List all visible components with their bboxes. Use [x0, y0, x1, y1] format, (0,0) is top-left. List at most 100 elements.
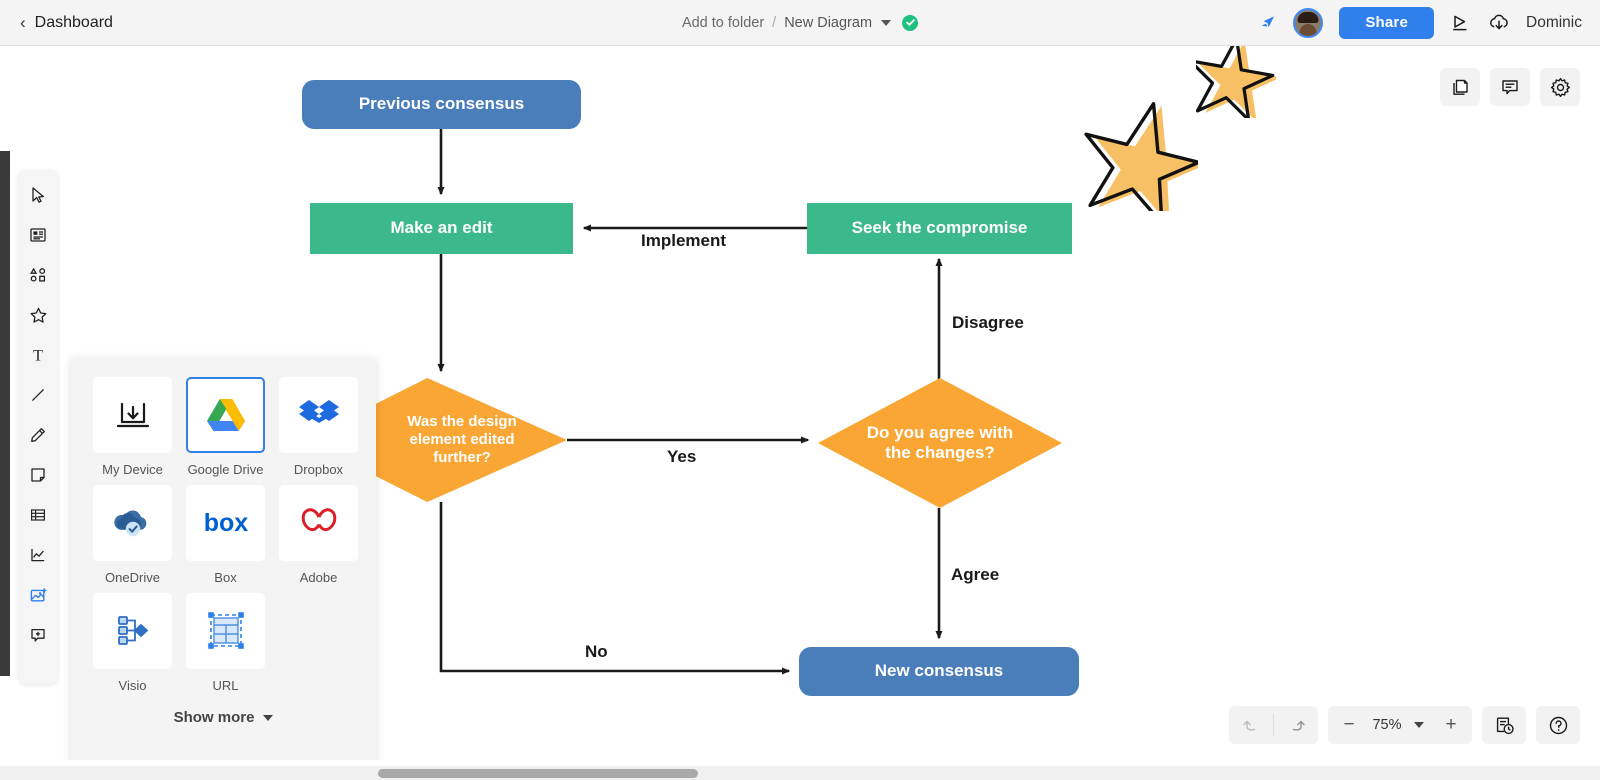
flowchart-nodes: Previous consensus Make an edit Seek the…	[0, 46, 1600, 760]
import-source-google-drive[interactable]: Google Drive	[186, 377, 265, 477]
help-group	[1536, 706, 1580, 744]
chevron-down-icon[interactable]	[1414, 722, 1424, 728]
adobe-icon	[301, 508, 336, 532]
import-source-dropbox[interactable]: Dropbox	[279, 377, 358, 477]
import-source-my-device[interactable]: My Device	[93, 377, 172, 477]
import-tile	[279, 485, 358, 561]
redo-button[interactable]	[1274, 706, 1318, 744]
horizontal-scrollbar[interactable]	[378, 769, 698, 778]
import-source-onedrive[interactable]: OneDrive	[93, 485, 172, 585]
help-button[interactable]	[1536, 706, 1580, 744]
avatar[interactable]	[1293, 7, 1324, 38]
import-source-label: Box	[214, 570, 237, 585]
import-tile: box	[186, 485, 265, 561]
tool-draw[interactable]	[23, 420, 53, 450]
import-tile	[279, 377, 358, 453]
status-badge	[902, 14, 919, 31]
share-button[interactable]: Share	[1339, 6, 1435, 39]
settings-button[interactable]	[1540, 68, 1580, 106]
table-icon	[30, 509, 46, 521]
visio-icon	[117, 616, 148, 645]
node-seek-the-compromise[interactable]: Seek the compromise	[807, 203, 1072, 254]
import-source-visio[interactable]: Visio	[93, 593, 172, 693]
version-history-button[interactable]	[1482, 706, 1526, 744]
tool-line[interactable]	[23, 380, 53, 410]
tool-favorites[interactable]	[23, 300, 53, 330]
import-source-url[interactable]: URL	[186, 593, 265, 693]
canvas-right-tools	[1440, 68, 1580, 106]
node-label: Was the design element edited further?	[407, 413, 517, 466]
tool-select[interactable]	[23, 180, 53, 210]
chevron-down-icon[interactable]	[881, 19, 892, 26]
show-more-button[interactable]: Show more	[93, 709, 354, 726]
comment-add-icon	[31, 628, 45, 642]
zoom-out-button[interactable]: −	[1343, 714, 1355, 735]
app-header: ‹ Dashboard Add to folder / New Diagram	[0, 0, 1600, 46]
present-button[interactable]	[1450, 13, 1472, 33]
star-icon	[30, 307, 46, 323]
line-icon	[31, 388, 45, 402]
edge-label-agree: Agree	[951, 565, 1000, 584]
image-add-icon	[30, 587, 46, 601]
tool-image[interactable]	[23, 580, 53, 610]
tool-table[interactable]	[23, 500, 53, 530]
import-tile	[93, 485, 172, 561]
dashboard-label: Dashboard	[34, 13, 113, 31]
pages-icon	[1453, 79, 1468, 95]
check-circle-icon	[905, 19, 915, 26]
undo-arrow-icon	[1242, 720, 1255, 731]
back-to-dashboard[interactable]: ‹ Dashboard	[20, 14, 113, 32]
chart-icon	[31, 549, 45, 562]
node-previous-consensus[interactable]: Previous consensus	[302, 80, 581, 129]
star-sticker-small[interactable]	[1196, 46, 1276, 118]
tool-shapes[interactable]	[23, 260, 53, 290]
import-source-label: URL	[212, 678, 239, 693]
present-play-icon	[1453, 15, 1467, 30]
svg-text:box: box	[203, 509, 248, 537]
breadcrumb-separator: /	[772, 14, 777, 31]
diagram-title[interactable]: New Diagram	[784, 14, 873, 31]
import-source-label: Adobe	[299, 570, 338, 585]
diagram-canvas[interactable]: Previous consensus Make an edit Seek the…	[0, 46, 1600, 760]
node-label: Do you agree with the changes?	[866, 422, 1014, 462]
zoom-controls: − 75% +	[1328, 706, 1472, 744]
edge-label-disagree: Disagree	[952, 313, 1024, 332]
flowchart-edges	[437, 129, 943, 675]
horizontal-scrollbar-track[interactable]	[0, 766, 1600, 780]
left-toolbar: T	[18, 170, 58, 684]
zoom-level-value[interactable]: 75%	[1372, 717, 1402, 733]
import-source-label: Dropbox	[293, 462, 344, 477]
dropbox-icon	[298, 400, 339, 423]
import-source-adobe[interactable]: Adobe	[279, 485, 358, 585]
tool-chart[interactable]	[23, 540, 53, 570]
tool-comment[interactable]	[23, 620, 53, 650]
help-question-icon	[1549, 716, 1567, 734]
tool-templates[interactable]	[23, 220, 53, 250]
tool-text[interactable]: T	[23, 340, 53, 370]
comments-button[interactable]	[1490, 68, 1530, 106]
undo-redo-group	[1229, 706, 1318, 744]
add-to-folder-link[interactable]: Add to folder	[681, 14, 765, 31]
avatar-hair	[1297, 11, 1319, 23]
breadcrumb: Add to folder / New Diagram	[0, 14, 1600, 31]
version-history-icon	[1496, 717, 1514, 734]
node-new-consensus[interactable]: New consensus	[799, 647, 1079, 696]
import-source-box[interactable]: box Box	[186, 485, 265, 585]
tool-note[interactable]	[23, 460, 53, 490]
download-button[interactable]	[1488, 13, 1510, 33]
zoom-in-button[interactable]: +	[1445, 714, 1457, 735]
undo-button[interactable]	[1229, 706, 1273, 744]
svg-text:T: T	[33, 348, 43, 365]
user-name-label[interactable]: Dominic	[1526, 13, 1582, 31]
edge-label-yes: Yes	[667, 447, 697, 466]
node-design-element-question[interactable]: Was the design element edited further?	[373, 378, 567, 502]
pencil-icon	[31, 428, 45, 442]
pages-button[interactable]	[1440, 68, 1480, 106]
edge-label-implement: Implement	[641, 231, 727, 250]
node-agree-question[interactable]: Do you agree with the changes?	[818, 378, 1062, 508]
star-sticker-large[interactable]	[1078, 86, 1198, 211]
node-label: New consensus	[874, 661, 1004, 681]
cursor-pointer-icon[interactable]	[1259, 14, 1277, 32]
header-actions: Share Dominic	[1259, 6, 1582, 39]
node-make-an-edit[interactable]: Make an edit	[310, 203, 573, 254]
